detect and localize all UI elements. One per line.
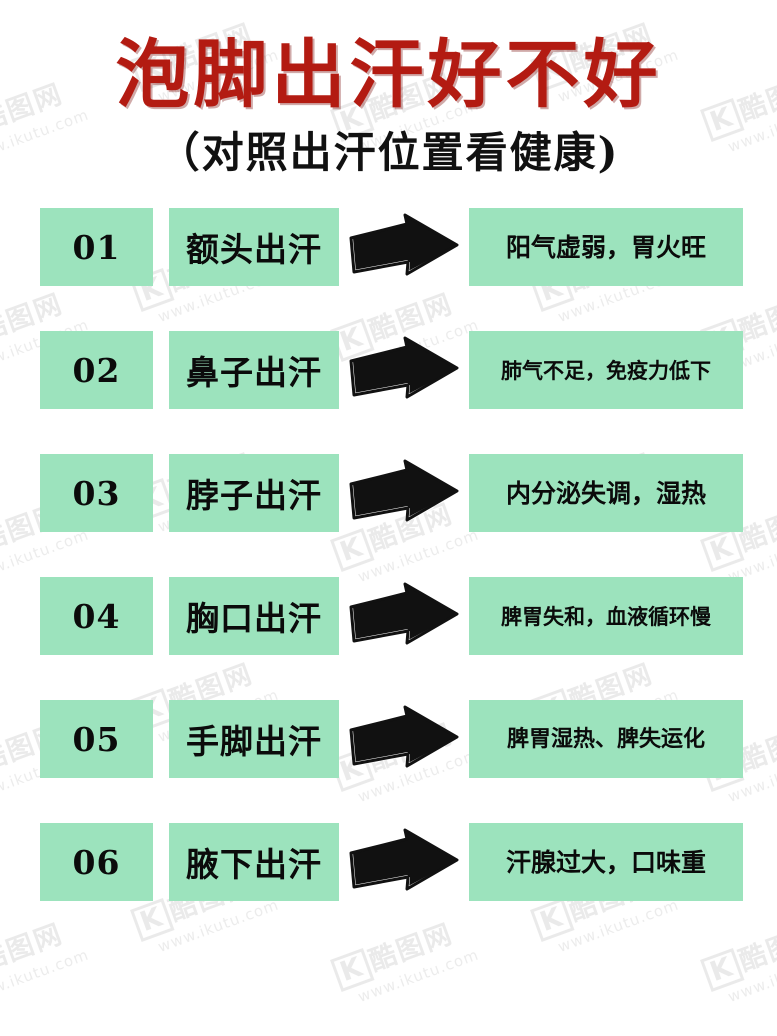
row-index-cell: 02 [40,331,153,409]
row-index-cell: 03 [40,454,153,532]
health-meaning-label: 脾胃失和，血液循环慢 [501,603,711,629]
watermark-url: www.ikutu.com [725,945,777,1007]
right-arrow-icon-svg [349,336,459,399]
list-item: 06 腋下出汗 汗腺过大，口味重 [0,823,777,946]
watermark-url: www.ikutu.com [0,945,92,1007]
health-meaning-label: 汗腺过大，口味重 [505,847,706,877]
right-arrow-icon-svg [349,213,459,276]
row-index-label: 06 [72,842,121,882]
sweat-location-label: 脖子出汗 [186,476,322,515]
list-item: 05 手脚出汗 脾胃湿热、脾失运化 [0,700,777,823]
row-index-label: 04 [72,596,121,636]
sweat-location-label: 鼻子出汗 [186,353,322,392]
list-item: 02 鼻子出汗 肺气不足，免疫力低下 [0,331,777,454]
row-index-cell: 06 [40,823,153,901]
health-meaning-label: 肺气不足，免疫力低下 [501,357,711,383]
health-meaning-cell: 汗腺过大，口味重 [469,823,743,901]
sweat-location-label: 额头出汗 [186,230,322,269]
right-arrow-icon [339,823,469,901]
right-arrow-icon [339,454,469,532]
page-title: 泡脚出汗好不好 [115,32,662,118]
right-arrow-icon [339,577,469,655]
health-meaning-cell: 脾胃失和，血液循环慢 [469,577,743,655]
sweat-location-cell: 鼻子出汗 [169,331,339,409]
list-item: 03 脖子出汗 内分泌失调，湿热 [0,454,777,577]
right-arrow-icon [339,208,469,286]
row-index-label: 03 [72,473,121,513]
page-subtitle: （对照出汗位置看健康) [157,128,620,177]
row-index-cell: 05 [40,700,153,778]
right-arrow-icon-svg [349,582,459,645]
right-arrow-icon-svg [349,459,459,522]
sweat-location-list: 01 额头出汗 阳气虚弱，胃火旺 02 鼻子出汗 肺气不足，免疫力低下 03 脖子出汗 内分泌失… [0,208,777,946]
health-meaning-cell: 肺气不足，免疫力低下 [469,331,743,409]
list-item: 04 胸口出汗 脾胃失和，血液循环慢 [0,577,777,700]
health-meaning-cell: 阳气虚弱，胃火旺 [469,208,743,286]
watermark-mark: K [330,948,375,993]
health-meaning-label: 脾胃湿热、脾失运化 [506,726,705,752]
right-arrow-icon-svg [349,828,459,891]
sweat-location-label: 胸口出汗 [186,599,322,638]
health-meaning-label: 内分泌失调，湿热 [505,478,706,508]
sweat-location-cell: 脖子出汗 [169,454,339,532]
row-index-label: 02 [72,350,121,390]
row-index-cell: 04 [40,577,153,655]
right-arrow-icon [339,331,469,409]
watermark-mark: K [700,948,745,993]
health-meaning-cell: 脾胃湿热、脾失运化 [469,700,743,778]
sweat-location-label: 腋下出汗 [186,845,322,884]
sweat-location-label: 手脚出汗 [186,722,322,761]
sweat-location-cell: 腋下出汗 [169,823,339,901]
row-index-label: 01 [72,227,121,267]
watermark-url: www.ikutu.com [355,945,482,1007]
right-arrow-icon [339,700,469,778]
poster-header: 泡脚出汗好不好 （对照出汗位置看健康) [0,0,777,174]
sweat-location-cell: 手脚出汗 [169,700,339,778]
health-meaning-cell: 内分泌失调，湿热 [469,454,743,532]
sweat-location-cell: 胸口出汗 [169,577,339,655]
row-index-cell: 01 [40,208,153,286]
health-meaning-label: 阳气虚弱，胃火旺 [505,232,706,262]
sweat-location-cell: 额头出汗 [169,208,339,286]
list-item: 01 额头出汗 阳气虚弱，胃火旺 [0,208,777,331]
right-arrow-icon-svg [349,705,459,768]
row-index-label: 05 [72,719,121,759]
